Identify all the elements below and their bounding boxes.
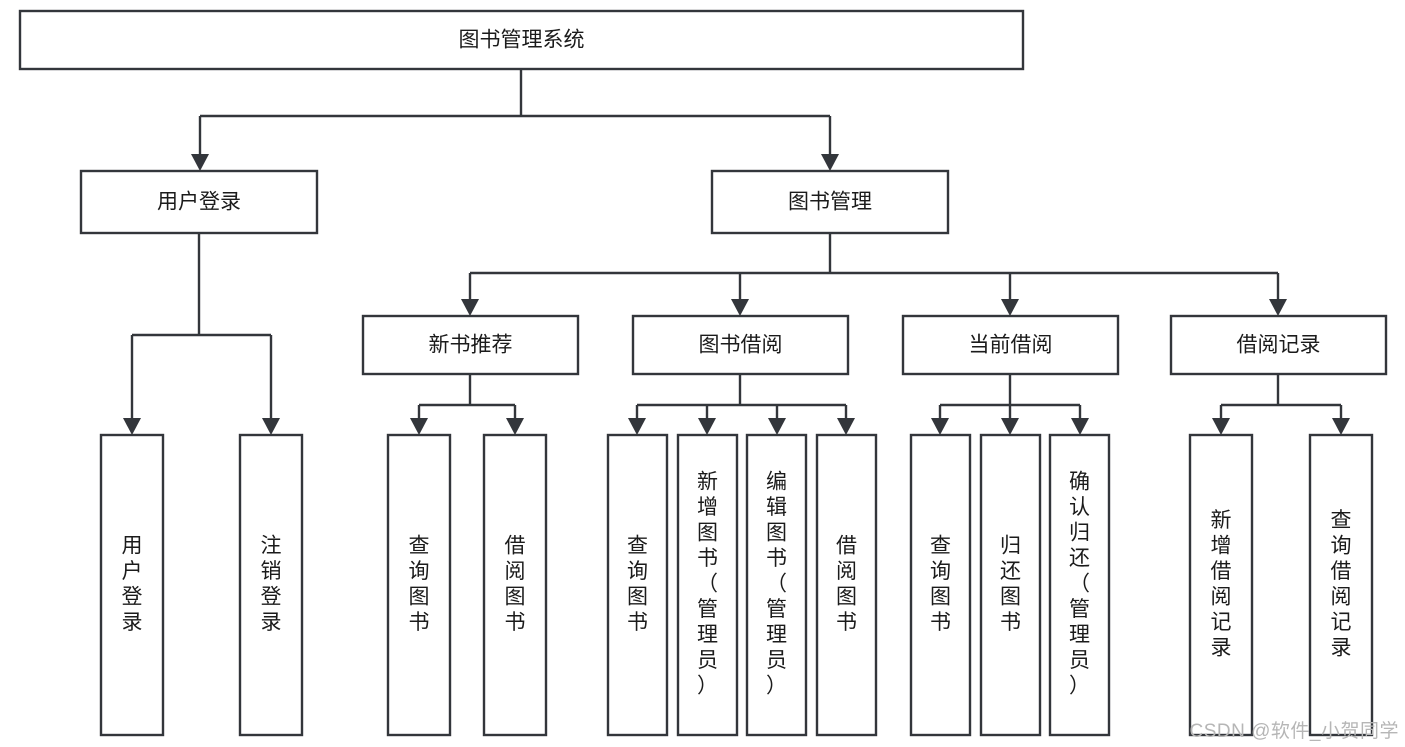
node-box[interactable] (979, 433, 1042, 737)
node-box[interactable] (1169, 314, 1388, 376)
connector-borrow-record-to-leaves (1212, 374, 1350, 435)
arrow-head-icon (1001, 418, 1019, 435)
node-box[interactable] (909, 433, 972, 737)
node-label: 图书管理系统 (459, 29, 585, 52)
node-book-manage[interactable]: 图书管理 (710, 169, 950, 235)
node-leaf-borrow-book-2[interactable]: 借阅图书 (815, 433, 878, 737)
node-leaf-add-book[interactable]: 新增图书（管理员） (676, 433, 739, 737)
node-box[interactable] (710, 169, 950, 235)
node-box[interactable] (18, 9, 1025, 71)
connector-book-manage-to-level3 (461, 233, 1287, 316)
node-label: 用户登录 (122, 534, 143, 634)
node-box[interactable] (1048, 433, 1111, 737)
arrow-head-icon (123, 418, 141, 435)
arrow-head-icon (1212, 418, 1230, 435)
arrow-head-icon (837, 418, 855, 435)
node-label: 借阅图书 (836, 534, 857, 634)
node-label: 借阅图书 (505, 534, 526, 634)
node-label: 借阅记录 (1237, 334, 1321, 357)
node-label: 编辑图书（管理员） (766, 471, 787, 698)
node-leaf-query-book-1[interactable]: 查询图书 (386, 433, 452, 737)
node-label: 确认归还（管理员） (1069, 471, 1090, 698)
node-user-login[interactable]: 用户登录 (79, 169, 319, 235)
node-new-book-rec[interactable]: 新书推荐 (361, 314, 580, 376)
arrow-head-icon (506, 418, 524, 435)
connector-layer (123, 69, 1350, 435)
node-label: 查询图书 (409, 534, 430, 634)
arrow-head-icon (1001, 299, 1019, 316)
arrow-head-icon (731, 299, 749, 316)
node-book-borrow[interactable]: 图书借阅 (631, 314, 850, 376)
node-leaf-return-book[interactable]: 归还图书 (979, 433, 1042, 737)
arrow-head-icon (191, 154, 209, 171)
node-label: 查询图书 (627, 534, 648, 634)
node-label: 新增图书（管理员） (697, 471, 718, 698)
node-box[interactable] (815, 433, 878, 737)
arrow-head-icon (1269, 299, 1287, 316)
node-leaf-borrow-book-1[interactable]: 借阅图书 (482, 433, 548, 737)
connector-current-borrow-to-leaves (931, 374, 1089, 435)
arrow-head-icon (821, 154, 839, 171)
node-box[interactable] (1188, 433, 1254, 737)
arrow-head-icon (262, 418, 280, 435)
node-box[interactable] (631, 314, 850, 376)
node-box[interactable] (1308, 433, 1374, 737)
node-layer: 图书管理系统用户登录图书管理新书推荐图书借阅当前借阅借阅记录用户登录注销登录查询… (18, 9, 1388, 737)
arrow-head-icon (1332, 418, 1350, 435)
node-box[interactable] (79, 169, 319, 235)
arrow-head-icon (1071, 418, 1089, 435)
node-leaf-logout[interactable]: 注销登录 (238, 433, 304, 737)
node-label: 查询借阅记录 (1331, 509, 1352, 660)
node-box[interactable] (238, 433, 304, 737)
node-borrow-record[interactable]: 借阅记录 (1169, 314, 1388, 376)
node-box[interactable] (99, 433, 165, 737)
arrow-head-icon (628, 418, 646, 435)
node-box[interactable] (386, 433, 452, 737)
connector-root-to-level2 (191, 69, 839, 171)
node-box[interactable] (676, 433, 739, 737)
node-label: 当前借阅 (969, 334, 1053, 357)
node-leaf-add-record[interactable]: 新增借阅记录 (1188, 433, 1254, 737)
node-box[interactable] (482, 433, 548, 737)
node-label: 注销登录 (261, 534, 282, 634)
node-leaf-query-book-3[interactable]: 查询图书 (909, 433, 972, 737)
node-box[interactable] (745, 433, 808, 737)
node-leaf-query-record[interactable]: 查询借阅记录 (1308, 433, 1374, 737)
node-leaf-query-book-2[interactable]: 查询图书 (606, 433, 669, 737)
node-label: 图书管理 (788, 191, 872, 214)
csdn-watermark: CSDN @软件_小贺同学 (1189, 721, 1399, 742)
connector-new-book-to-leaves (410, 374, 524, 435)
node-leaf-confirm-return[interactable]: 确认归还（管理员） (1048, 433, 1111, 737)
node-box[interactable] (606, 433, 669, 737)
node-label: 查询图书 (930, 534, 951, 634)
connector-user-login-to-leaves (123, 233, 280, 435)
arrow-head-icon (410, 418, 428, 435)
node-current-borrow[interactable]: 当前借阅 (901, 314, 1120, 376)
node-label: 新书推荐 (429, 334, 513, 357)
arrow-head-icon (768, 418, 786, 435)
node-label: 归还图书 (1000, 534, 1021, 634)
node-root[interactable]: 图书管理系统 (18, 9, 1025, 71)
arrow-head-icon (461, 299, 479, 316)
node-label: 用户登录 (157, 191, 241, 214)
node-label: 图书借阅 (699, 334, 783, 357)
node-leaf-user-login[interactable]: 用户登录 (99, 433, 165, 737)
arrow-head-icon (931, 418, 949, 435)
node-leaf-edit-book[interactable]: 编辑图书（管理员） (745, 433, 808, 737)
arrow-head-icon (698, 418, 716, 435)
node-box[interactable] (361, 314, 580, 376)
connector-book-borrow-to-leaves (628, 374, 855, 435)
node-box[interactable] (901, 314, 1120, 376)
node-label: 新增借阅记录 (1211, 509, 1232, 660)
